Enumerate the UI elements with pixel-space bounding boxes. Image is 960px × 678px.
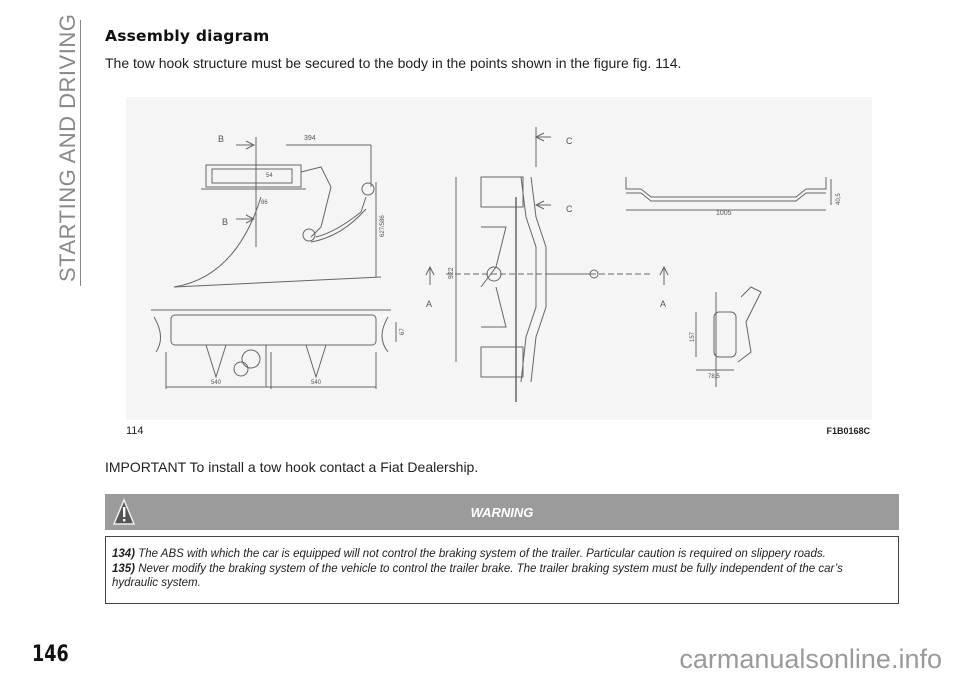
mounting-detail-drawing: [695, 286, 762, 387]
warning-box: 134) The ABS with which the car is equip…: [105, 536, 899, 604]
assembly-diagram: B 394 54 86 627/586 B C C 1005 40,5 922 …: [151, 127, 842, 402]
warning-header: WARNING: [105, 494, 899, 530]
section-divider: [80, 20, 81, 286]
watermark: carmanualsonline.info: [679, 644, 942, 674]
warning-ref: 134): [112, 548, 136, 560]
warning-text: The ABS with which the car is equipped w…: [135, 548, 826, 560]
warning-ref: 135): [112, 562, 136, 575]
warning-title: WARNING: [470, 505, 534, 520]
warning-text: Never modify the braking system of the v…: [112, 562, 843, 590]
label-b-section: B: [218, 134, 224, 144]
label-dim-54: 54: [266, 173, 273, 179]
warning-item: 134) The ABS with which the car is equip…: [106, 547, 898, 562]
page-number: 146: [32, 642, 69, 667]
section-tab: STARTING AND DRIVING: [55, 13, 80, 282]
label-dim-78-5: 78,5: [708, 374, 720, 380]
assembly-diagram-figure: B 394 54 86 627/586 B C C 1005 40,5 922 …: [126, 97, 872, 420]
figure-code: F1B0168C: [826, 426, 870, 436]
label-dim-540-left: 540: [211, 380, 222, 386]
label-dim-40-5: 40,5: [836, 193, 842, 205]
label-a-section-right: A: [660, 299, 666, 309]
warning-triangle-icon: [112, 498, 136, 531]
label-dim-157: 157: [690, 331, 696, 342]
side-view-drawing: [173, 137, 382, 288]
label-dim-67: 67: [400, 328, 406, 335]
label-dim-394: 394: [304, 135, 316, 142]
section-heading: Assembly diagram: [105, 27, 270, 45]
label-a-section-left: A: [426, 299, 432, 309]
rear-view-drawing: [151, 309, 397, 389]
label-dim-922: 922: [448, 267, 455, 279]
label-b-section-2: B: [222, 217, 228, 227]
label-dim-vertical: 627/586: [380, 215, 386, 237]
label-c-section: C: [566, 136, 573, 146]
warning-item: 135) Never modify the braking system of …: [106, 562, 898, 591]
label-dim-540-right: 540: [311, 380, 322, 386]
important-note: IMPORTANT To install a tow hook contact …: [105, 459, 479, 475]
plan-view-drawing: [425, 127, 669, 402]
crossmember-profile-drawing: [625, 177, 832, 211]
figure-number: 114: [126, 425, 144, 437]
intro-paragraph: The tow hook structure must be secured t…: [105, 55, 682, 71]
label-dim-86: 86: [261, 200, 268, 206]
label-c-section-2: C: [566, 204, 573, 214]
label-dim-1005: 1005: [716, 210, 732, 217]
